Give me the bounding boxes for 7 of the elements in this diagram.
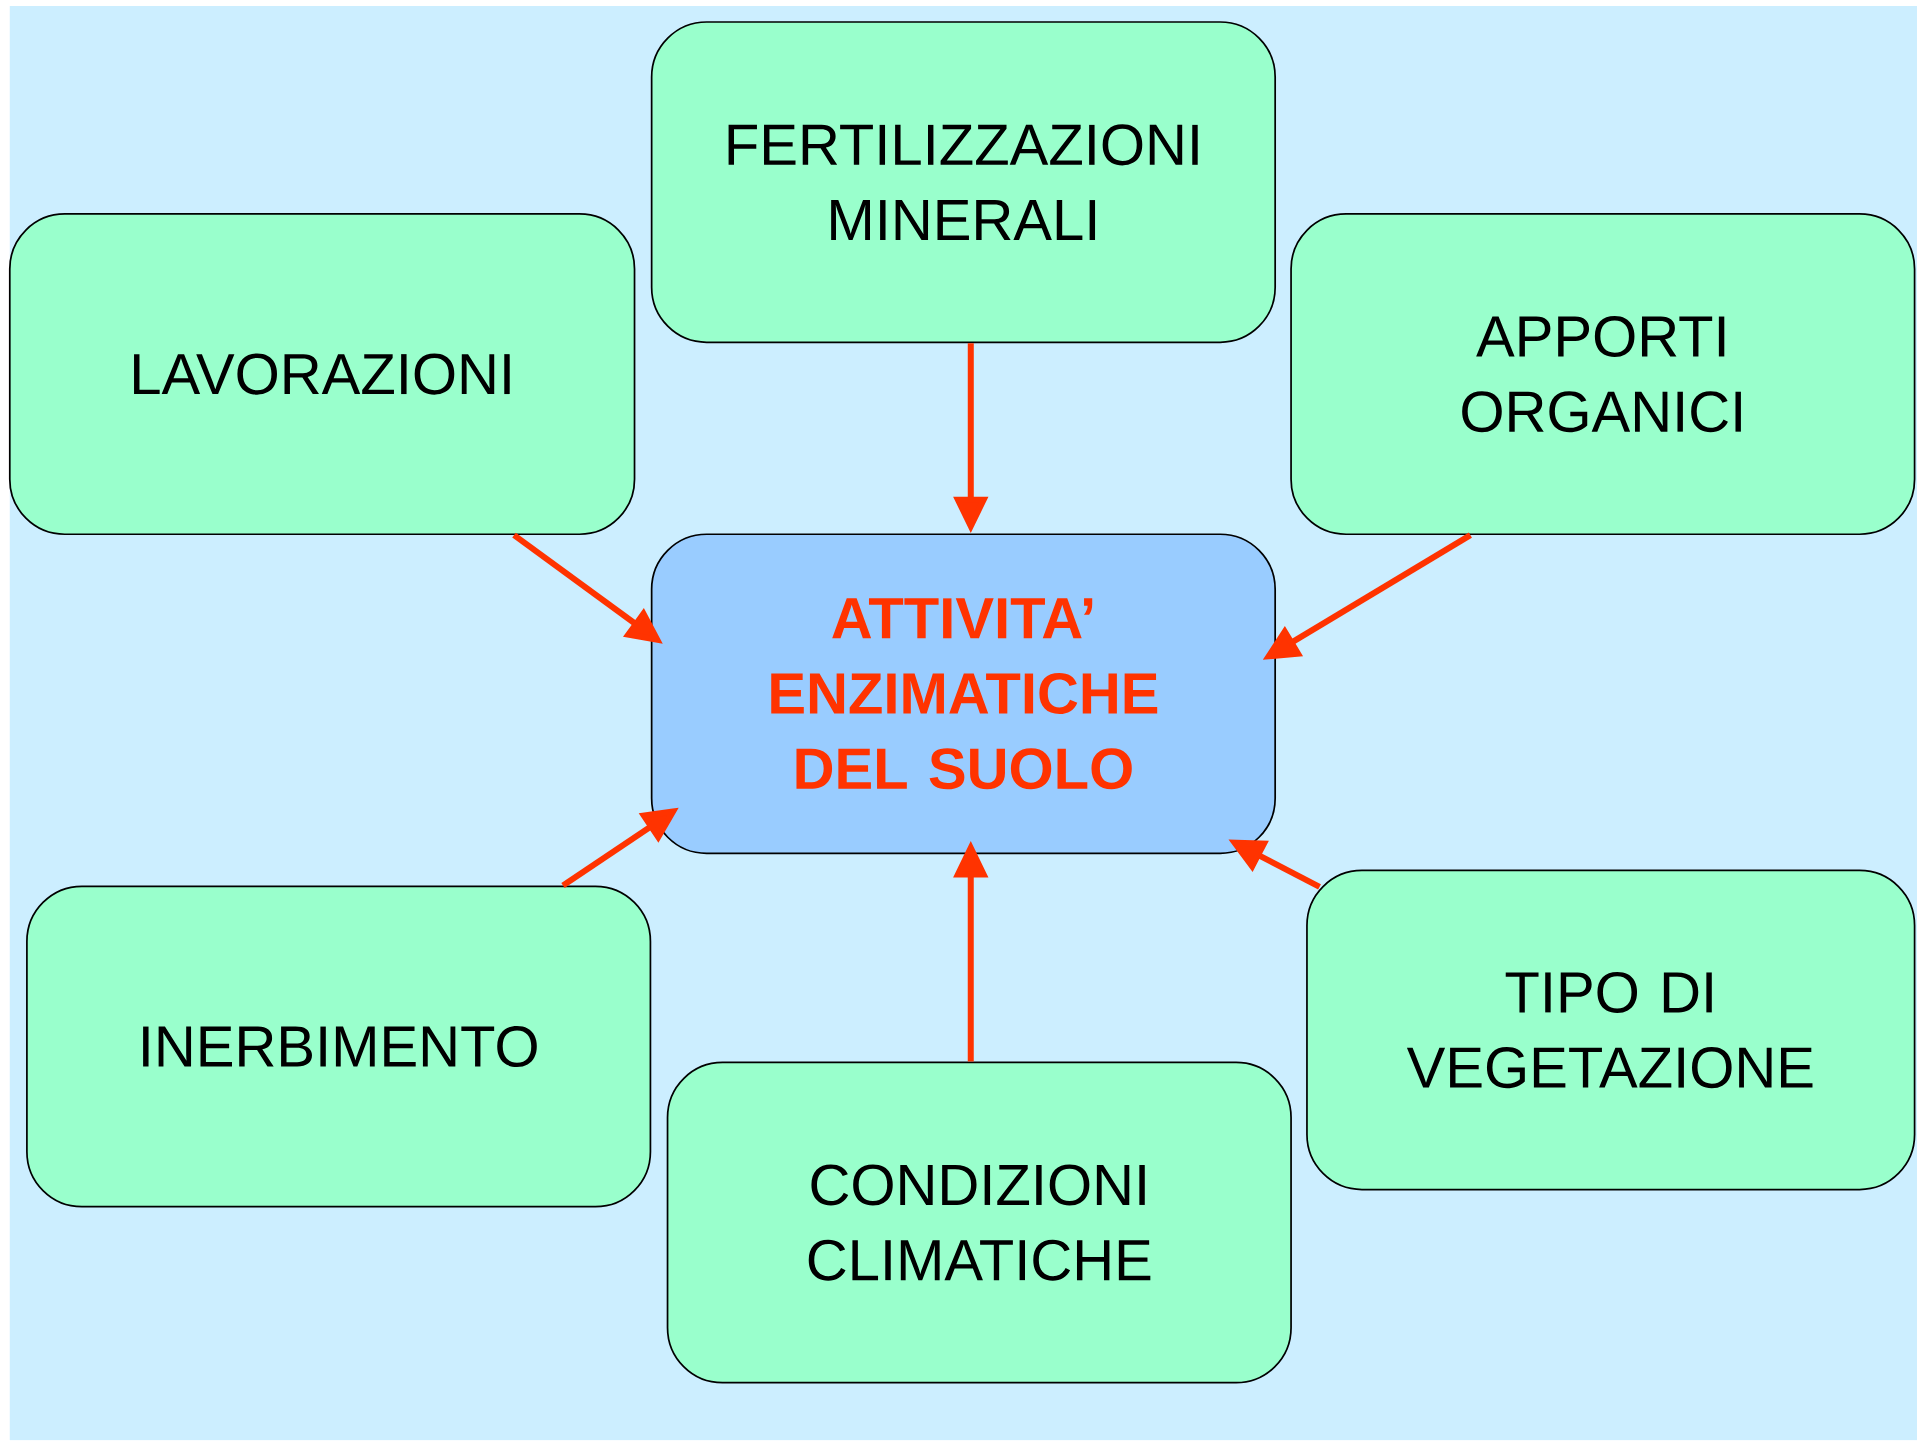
leaf-box: LAVORAZIONI <box>8 212 636 535</box>
leaf-box: CONDIZIONI CLIMATICHE <box>666 1061 1292 1384</box>
leaf-box: TIPO DI VEGETAZIONE <box>1306 869 1916 1191</box>
center-box: ATTIVITA’ ENZIMATICHE DEL SUOLO <box>650 533 1276 854</box>
leaf-box: APPORTI ORGANICI <box>1290 212 1916 535</box>
leaf-box: INERBIMENTO <box>26 885 652 1208</box>
leaf-box: FERTILIZZAZIONI MINERALI <box>650 20 1276 343</box>
